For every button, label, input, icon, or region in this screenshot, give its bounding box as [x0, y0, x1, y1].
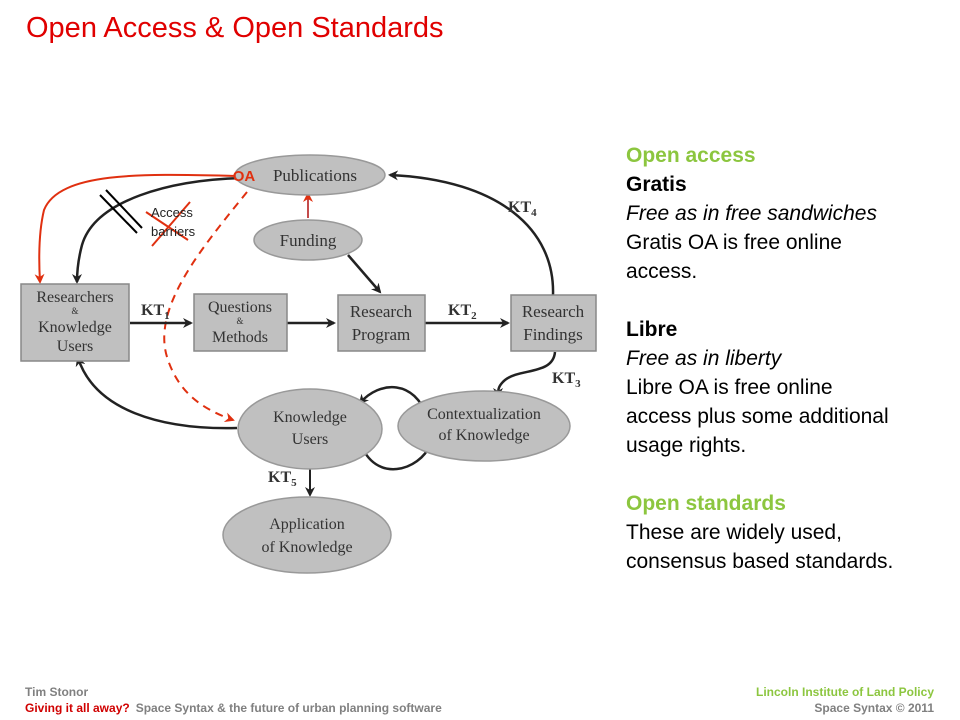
contextualization-node [397, 390, 571, 462]
ku-to-researchers-arrow [75, 356, 238, 430]
oa-red-arrow [34, 173, 241, 284]
application-node [222, 496, 392, 574]
libre-tagline: Free as in liberty [626, 347, 782, 370]
footer-talk-title: Giving it all away? [25, 701, 130, 715]
svg-text:Program: Program [352, 325, 411, 344]
kt5-label: KT5 [268, 469, 297, 489]
kt4-label: KT4 [508, 199, 537, 219]
footer-subtitle: Space Syntax & the future of urban plann… [135, 701, 442, 715]
researchers-node [20, 283, 130, 362]
gratis-desc-2: access. [626, 260, 698, 283]
research-findings-node [510, 294, 597, 352]
svg-text:&: & [71, 306, 78, 316]
gratis-title: Gratis [626, 173, 687, 196]
standards-desc-1: These are widely used, [626, 521, 842, 544]
research-program-node [337, 294, 426, 352]
svg-text:of Knowledge: of Knowledge [261, 539, 352, 556]
funding-to-program-arrow [347, 254, 382, 294]
red-cross-line-1 [145, 211, 189, 241]
kt2-label: KT2 [448, 302, 477, 322]
footer-left: Tim Stonor Giving it all away? Space Synt… [25, 684, 442, 716]
libre-desc-2: access plus some additional [626, 405, 889, 428]
svg-text:Application: Application [269, 516, 345, 533]
funding-node [253, 219, 363, 261]
gratis-desc-1: Gratis OA is free online [626, 231, 842, 254]
open-standards-heading: Open standards [626, 492, 786, 515]
barrier-line-1 [99, 194, 138, 234]
svg-text:Contextualization: Contextualization [427, 406, 541, 423]
publications-to-researchers-arrow [72, 176, 243, 284]
kt3-arrow [493, 351, 557, 398]
svg-text:Methods: Methods [212, 329, 268, 346]
kt1-label: KT1 [141, 302, 170, 322]
footer-author: Tim Stonor [25, 685, 89, 699]
svg-text:Findings: Findings [523, 325, 583, 344]
barrier-line-2 [105, 189, 143, 229]
access-barriers-label-2: barriers [151, 224, 196, 239]
svg-text:Users: Users [292, 431, 328, 448]
publications-label: Publications [273, 166, 357, 185]
kt3-label: KT3 [552, 370, 581, 390]
svg-text:Knowledge: Knowledge [38, 319, 112, 336]
svg-text:Research: Research [350, 302, 413, 321]
svg-text:Knowledge: Knowledge [273, 409, 347, 426]
svg-text:Research: Research [522, 302, 585, 321]
svg-text:Users: Users [57, 338, 93, 355]
oa-prefix: OA [233, 168, 256, 185]
definitions-panel: Open access Gratis Free as in free sandw… [626, 141, 956, 576]
svg-text:Researchers: Researchers [36, 289, 113, 306]
footer-right: Lincoln Institute of Land Policy Space S… [756, 684, 934, 716]
access-barriers-label-1: Access [151, 205, 193, 220]
footer-org: Lincoln Institute of Land Policy [755, 685, 934, 699]
libre-desc-3: usage rights. [626, 434, 747, 457]
gratis-tagline: Free as in free sandwiches [626, 202, 877, 225]
funding-label: Funding [280, 231, 337, 250]
standards-desc-2: consensus based standards. [626, 550, 894, 573]
red-cross-line-2 [151, 201, 191, 247]
slide-title: Open Access & Open Standards [26, 12, 444, 44]
libre-title: Libre [626, 318, 678, 341]
svg-text:Questions: Questions [208, 299, 272, 316]
publications-node [234, 154, 386, 196]
knowledge-translation-diagram: OA Publications Funding Researchers & Kn… [0, 140, 610, 580]
kt4-arrow [388, 170, 555, 296]
svg-text:&: & [236, 316, 243, 326]
libre-desc-1: Libre OA is free online [626, 376, 833, 399]
open-access-heading: Open access [626, 144, 756, 167]
footer-copyright: Space Syntax © 2011 [814, 701, 934, 715]
svg-text:of Knowledge: of Knowledge [438, 427, 529, 444]
knowledge-users-node [237, 388, 383, 470]
oa-dashed-arrow [163, 191, 248, 423]
questions-node [193, 293, 288, 352]
